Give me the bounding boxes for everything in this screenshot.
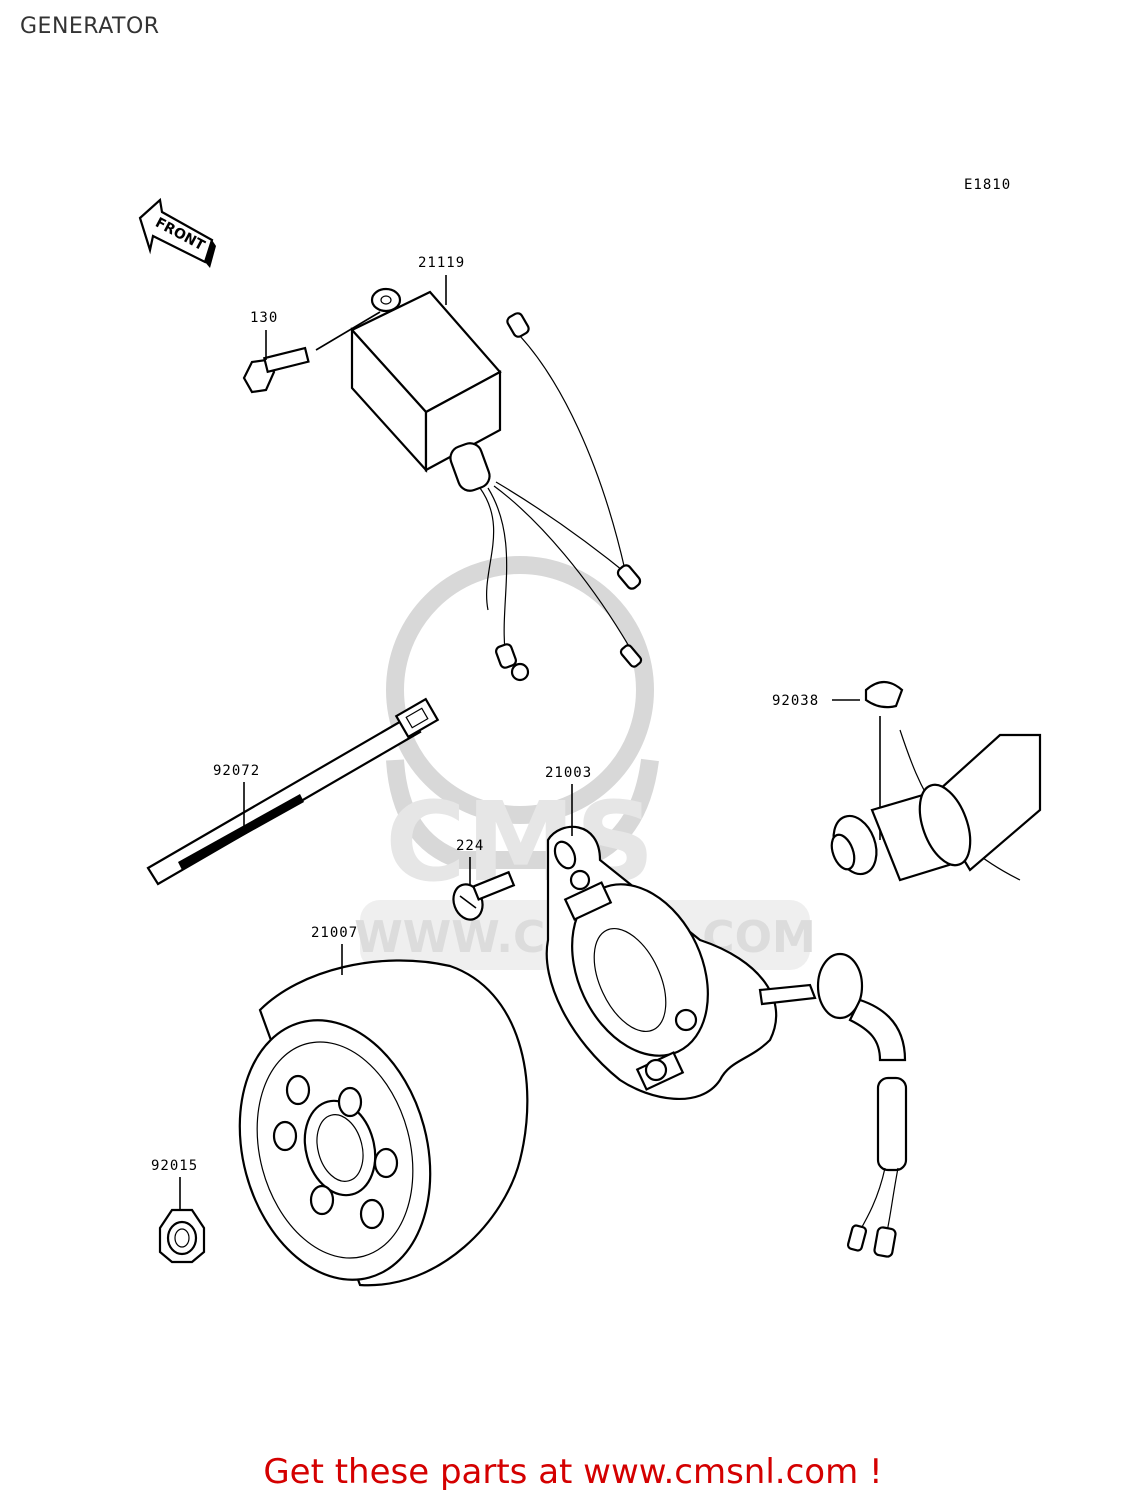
callout-21007: 21007 — [311, 925, 358, 941]
woodruff-key-92038[interactable] — [864, 680, 904, 709]
callout-92015: 92015 — [151, 1158, 198, 1174]
callout-21119: 21119 — [418, 255, 465, 271]
ignitor-unit-21119[interactable] — [350, 287, 643, 682]
parts-diagram: CMS WWW.CMSNL.COM E1810 FRONT 21119 — [138, 177, 1042, 1301]
front-arrow-icon: FRONT — [138, 197, 216, 268]
crankshaft — [830, 729, 1042, 882]
callout-92038: 92038 — [772, 693, 819, 709]
ref-code: E1810 — [964, 177, 1011, 193]
callout-224: 224 — [456, 838, 484, 854]
callout-21003: 21003 — [545, 765, 592, 781]
band-92072[interactable] — [146, 697, 440, 886]
callout-92072: 92072 — [213, 763, 260, 779]
stator-lead-connector — [846, 1076, 908, 1258]
page-title: GENERATOR — [20, 14, 160, 39]
parts-link[interactable]: Get these parts at www.cmsnl.com ! — [263, 1452, 883, 1492]
nut-92015[interactable] — [158, 1208, 206, 1264]
callout-130: 130 — [250, 310, 278, 326]
screw-224[interactable] — [449, 870, 516, 923]
stator-21003[interactable] — [545, 825, 907, 1100]
flywheel-21007[interactable] — [212, 959, 529, 1301]
bolt-130[interactable] — [242, 311, 381, 394]
